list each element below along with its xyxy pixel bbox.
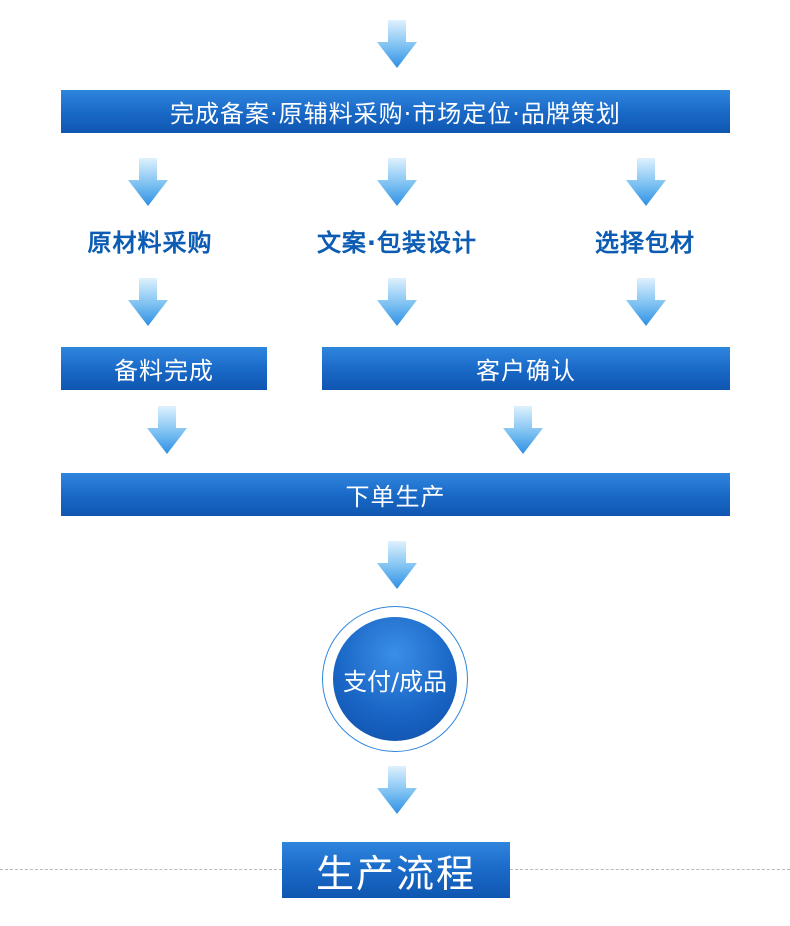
- down-arrow-icon: [128, 278, 168, 326]
- customer-confirm-bar: 客户确认: [322, 347, 730, 390]
- step-filing-procurement-text: 完成备案·原辅料采购·市场定位·品牌策划: [170, 100, 621, 128]
- down-arrow-icon: [147, 406, 187, 454]
- down-arrow-icon: [377, 20, 417, 68]
- materials-done-bar: 备料完成: [61, 347, 267, 390]
- down-arrow-icon: [626, 278, 666, 326]
- divider-left: [0, 869, 282, 870]
- production-flow-title-text: 生产流程: [315, 851, 476, 896]
- down-arrow-icon: [128, 158, 168, 206]
- payment-product-circle: 支付/成品: [333, 617, 457, 741]
- branch-packaging-label: 选择包材: [595, 228, 695, 257]
- payment-product-text: 支付/成品: [342, 667, 448, 696]
- down-arrow-icon: [377, 158, 417, 206]
- production-flow-title: 生产流程: [282, 842, 510, 898]
- down-arrow-icon: [377, 278, 417, 326]
- materials-done-text: 备料完成: [114, 357, 214, 385]
- order-production-bar: 下单生产: [61, 473, 730, 516]
- branch-materials-label: 原材料采购: [87, 228, 213, 257]
- step-filing-procurement-bar: 完成备案·原辅料采购·市场定位·品牌策划: [61, 90, 730, 133]
- customer-confirm-text: 客户确认: [476, 357, 576, 385]
- branch-design-label: 文案·包装设计: [316, 228, 478, 257]
- divider-right: [510, 869, 790, 870]
- order-production-text: 下单生产: [345, 483, 446, 511]
- down-arrow-icon: [503, 406, 543, 454]
- down-arrow-icon: [626, 158, 666, 206]
- down-arrow-icon: [377, 541, 417, 589]
- down-arrow-icon: [377, 766, 417, 814]
